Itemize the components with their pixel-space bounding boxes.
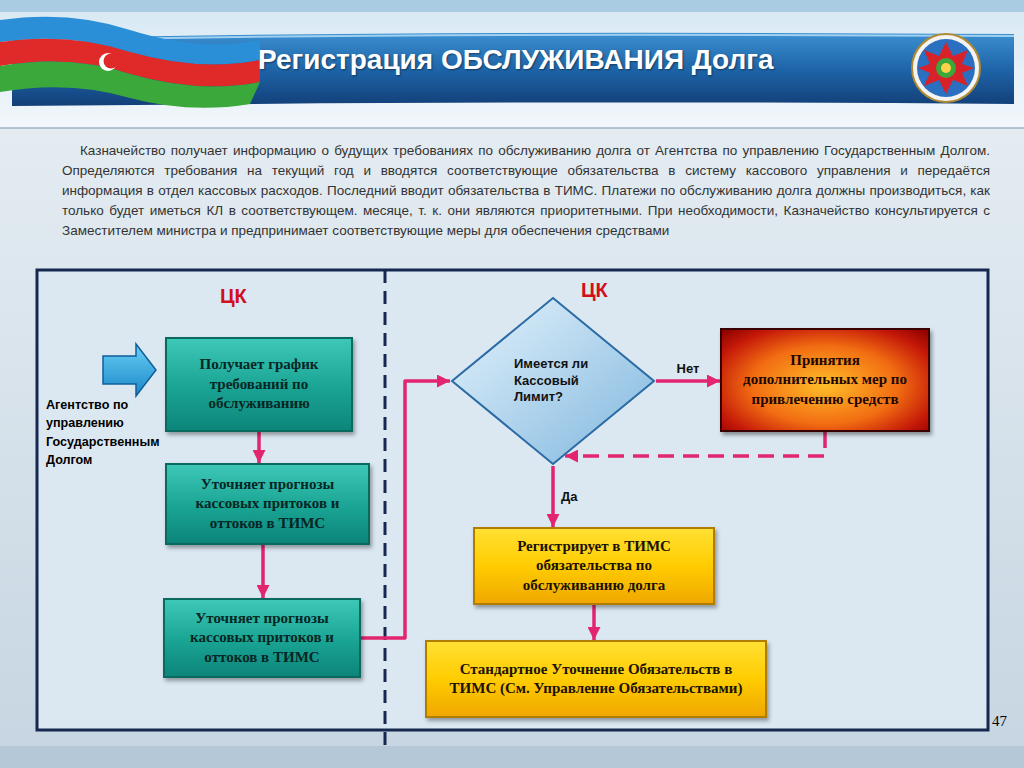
flow-connector — [257, 432, 261, 463]
flag-crescent-cut — [104, 54, 119, 69]
edge-label: Да — [561, 489, 578, 504]
node-text: Уточняет прогнозы кассовых притоков и от… — [175, 475, 360, 534]
text-wrap: Имеется ли Кассовый Лимит? — [514, 356, 592, 407]
header-ground — [0, 0, 1024, 130]
header-rule — [0, 127, 1024, 129]
emblem-field — [917, 39, 975, 97]
flow-connector — [592, 605, 596, 640]
column-divider — [384, 270, 387, 760]
node-text: Принятия дополнительных мер по привлечен… — [732, 351, 918, 410]
bottom-bar — [0, 746, 1024, 768]
diagram-frame — [37, 270, 988, 730]
return-connector — [565, 432, 825, 456]
process-box: Получает график требований по обслуживан… — [165, 337, 353, 432]
node-text: Имеется ли Кассовый Лимит? — [514, 356, 592, 407]
page-number: 47 — [992, 713, 1007, 730]
emblem-star — [918, 42, 974, 94]
text-wrap: Уточняет прогнозы кассовых притоков и от… — [173, 609, 351, 668]
diamond-outline — [452, 298, 654, 464]
intro-paragraph: Казначейство получает информацию о будущ… — [62, 141, 990, 241]
process-box: Уточняет прогнозы кассовых притоков и от… — [163, 598, 361, 678]
decision-diamond: Имеется ли Кассовый Лимит? — [450, 296, 656, 466]
node-text: Регистрирует в ТИМС обязательства по обс… — [485, 537, 703, 596]
text-wrap: Получает график требований по обслуживан… — [175, 355, 343, 414]
emblem-center — [936, 58, 956, 78]
body-panel — [0, 128, 1024, 746]
text-wrap: Уточняет прогнозы кассовых притоков и от… — [175, 475, 360, 534]
top-stripe — [0, 0, 1024, 12]
process-box: Стандартное Уточнение Обязательств в ТИМ… — [425, 640, 767, 718]
edge-label: Нет — [677, 361, 700, 376]
action-box: Принятия дополнительных мер по привлечен… — [720, 328, 930, 432]
emblem-flame — [941, 63, 951, 73]
node-text: Получает график требований по обслуживан… — [175, 355, 343, 414]
flag-green-band — [0, 62, 260, 108]
flow-connector — [261, 545, 265, 598]
text-wrap: Принятия дополнительных мер по привлечен… — [732, 351, 918, 410]
flow-connector — [361, 381, 450, 638]
column-heading: ЦК — [581, 279, 608, 302]
process-box: Регистрирует в ТИМС обязательства по обс… — [473, 527, 715, 605]
text-wrap: Регистрирует в ТИМС обязательства по обс… — [485, 537, 703, 596]
source-label: Агентство по управлению Государственным … — [46, 396, 164, 469]
process-box: Уточняет прогнозы кассовых притоков и от… — [165, 463, 370, 545]
input-block-arrow — [103, 344, 156, 396]
flow-connector — [656, 379, 720, 383]
node-text: Уточняет прогнозы кассовых притоков и от… — [173, 609, 351, 668]
flow-connector — [551, 466, 555, 527]
slide-title: Регистрация ОБСЛУЖИВАНИЯ Долга — [258, 44, 774, 76]
text-wrap: Стандартное Уточнение Обязательств в ТИМ… — [437, 660, 755, 699]
node-text: Стандартное Уточнение Обязательств в ТИМ… — [437, 660, 755, 699]
column-heading: ЦК — [220, 285, 247, 308]
emblem-ring — [912, 34, 980, 102]
